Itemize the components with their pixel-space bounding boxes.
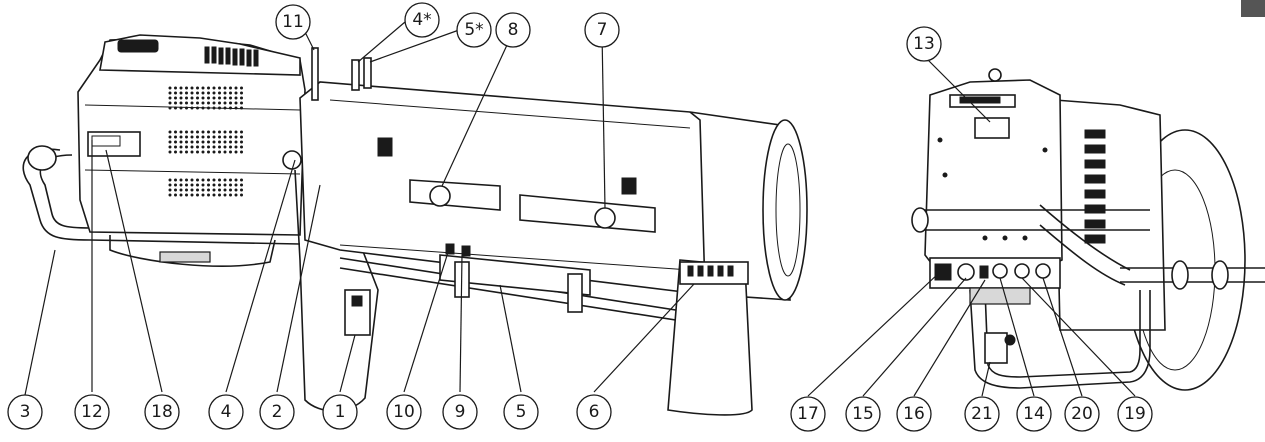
side-view-fixture — [22, 34, 808, 416]
svg-text:5*: 5* — [464, 20, 483, 40]
callout-3: 3 — [7, 394, 43, 430]
svg-text:5: 5 — [516, 402, 527, 422]
callout-17: 17 — [790, 396, 826, 432]
rear-frame-tube — [969, 289, 1151, 389]
fuse — [979, 265, 989, 279]
svg-text:19: 19 — [1124, 404, 1146, 424]
handle-4 — [351, 59, 360, 91]
callout-11: 11 — [275, 4, 311, 40]
callout-21: 21 — [964, 396, 1000, 432]
callout-15: 15 — [845, 396, 881, 432]
callout-16: 16 — [896, 396, 932, 432]
svg-text:8: 8 — [508, 20, 519, 40]
callout-1: 1 — [322, 394, 358, 430]
callout-12: 12 — [74, 394, 110, 430]
svg-text:13: 13 — [913, 34, 935, 54]
callout-8: 8 — [495, 12, 531, 48]
base-vent — [159, 251, 211, 263]
callout-13: 13 — [906, 26, 942, 62]
svg-text:1: 1 — [335, 402, 346, 422]
handle-knob — [27, 145, 57, 171]
svg-text:4: 4 — [221, 402, 232, 422]
side-vent-grid — [168, 86, 243, 197]
svg-text:16: 16 — [903, 404, 925, 424]
handle-5 — [363, 57, 372, 89]
clamp-right — [567, 273, 583, 313]
power-switch — [934, 263, 952, 281]
svg-text:2: 2 — [272, 402, 283, 422]
callout-9: 9 — [442, 394, 478, 430]
callout-4: 4 — [208, 394, 244, 430]
callout-2: 2 — [259, 394, 295, 430]
focus-slot — [519, 194, 656, 233]
rear-plate — [924, 79, 1063, 269]
svg-text:12: 12 — [81, 402, 103, 422]
svg-text:15: 15 — [852, 404, 874, 424]
svg-text:4*: 4* — [412, 10, 431, 30]
dmx-in — [992, 263, 1008, 279]
rear-yoke-arm — [1039, 204, 1131, 271]
base-shroud — [109, 235, 276, 267]
zoom-knob — [429, 185, 451, 207]
svg-text:20: 20 — [1071, 404, 1093, 424]
top-fan-grille — [117, 39, 159, 53]
svg-text:11: 11 — [282, 12, 304, 32]
svg-text:17: 17 — [797, 404, 819, 424]
leader-lines — [24, 21, 1136, 397]
svg-text:9: 9 — [455, 402, 466, 422]
callout-20: 20 — [1064, 396, 1100, 432]
callout-10: 10 — [386, 394, 422, 430]
rear-view-side-housing — [1054, 99, 1166, 331]
rear-label-plate — [974, 117, 1010, 139]
rear-view-fixture — [911, 68, 1265, 391]
svg-text:10: 10 — [393, 402, 415, 422]
gobo-handle — [311, 47, 319, 101]
front-lens-ring — [762, 119, 808, 301]
callout-5-star: 5* — [456, 12, 492, 48]
callout-14: 14 — [1016, 396, 1052, 432]
safety-eye — [988, 68, 1002, 82]
callout-7: 7 — [584, 12, 620, 48]
clamp-bracket — [439, 254, 591, 296]
main-barrel — [299, 81, 791, 301]
dmx-out — [1014, 263, 1030, 279]
svg-text:6: 6 — [589, 402, 600, 422]
callout-19: 19 — [1117, 396, 1153, 432]
callout-5: 5 — [503, 394, 539, 430]
focus-knob — [594, 207, 616, 229]
front-support-panel — [667, 259, 753, 416]
callout-6: 6 — [576, 394, 612, 430]
svg-text:7: 7 — [597, 20, 608, 40]
callout-4-star: 4* — [404, 2, 440, 38]
svg-text:18: 18 — [151, 402, 173, 422]
page-corner-tab — [1241, 0, 1265, 17]
callout-18: 18 — [144, 394, 180, 430]
rear-lock — [984, 332, 1008, 364]
tilt-knob-rear — [282, 150, 302, 170]
ethernet — [1035, 263, 1051, 279]
power-in — [957, 263, 975, 281]
svg-text:14: 14 — [1023, 404, 1045, 424]
top-vent-slots — [204, 46, 259, 67]
connector-base — [969, 287, 1031, 305]
svg-text:3: 3 — [20, 402, 31, 422]
svg-text:21: 21 — [971, 404, 993, 424]
